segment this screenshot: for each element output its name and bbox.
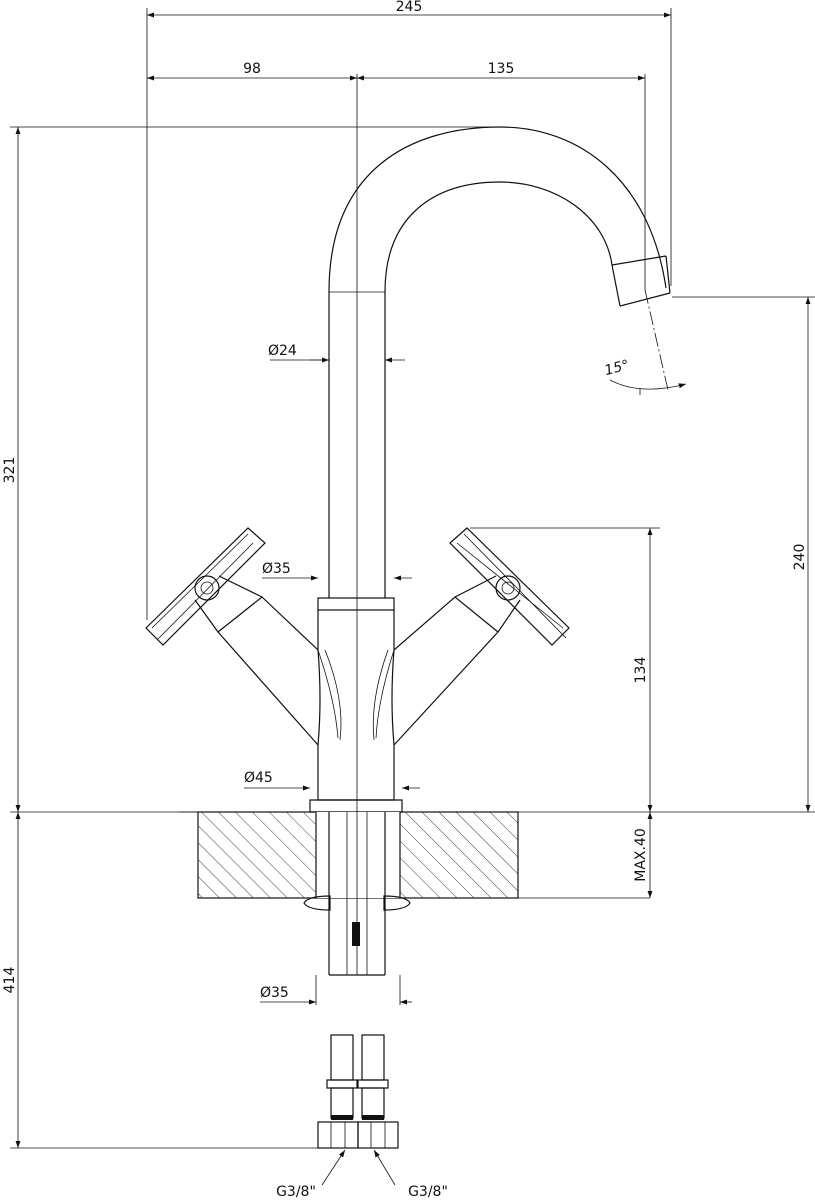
label-spout-angle: 15°: [603, 357, 631, 379]
label-total-width: 245: [396, 0, 423, 15]
label-left-offset: 98: [243, 61, 261, 77]
right-handle: [449, 527, 570, 646]
mounting-deck: [180, 811, 650, 899]
left-handle: [145, 527, 266, 646]
label-shank-diameter: Ø35: [260, 985, 289, 1001]
label-spout-diameter: Ø24: [268, 343, 297, 359]
label-hose-length: 414: [2, 967, 18, 994]
label-total-height: 321: [2, 457, 18, 484]
label-base-diameter: Ø45: [244, 770, 273, 786]
shank-and-hoses: [303, 812, 411, 1149]
label-connector-right: G3/8": [408, 1184, 448, 1200]
dimension-lines: [15, 12, 811, 1186]
label-body-diameter: Ø35: [262, 561, 291, 577]
label-max-deck: MAX.40: [633, 828, 649, 882]
label-handle-height: 134: [633, 657, 649, 684]
label-connector-left: G3/8": [276, 1184, 316, 1200]
extension-lines: [10, 8, 815, 1149]
faucet-outline: [145, 126, 671, 813]
label-spout-reach: 135: [488, 61, 515, 77]
label-outlet-height: 240: [792, 544, 808, 571]
center-lines: [356, 74, 669, 975]
